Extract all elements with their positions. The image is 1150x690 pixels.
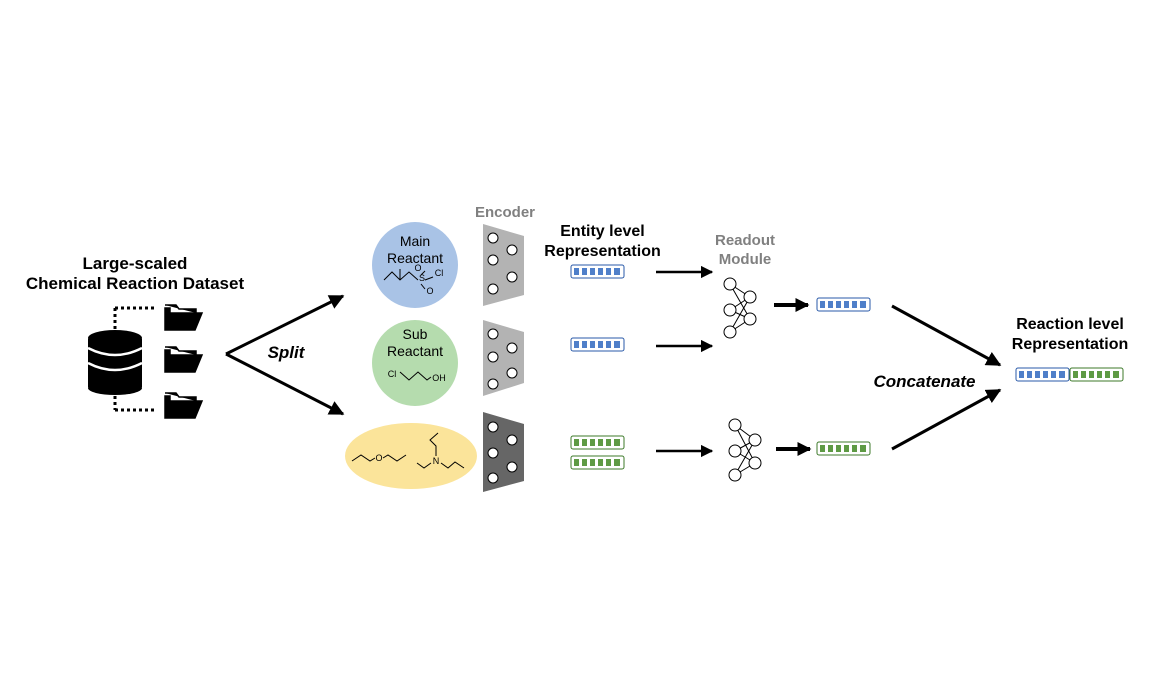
concat-arrow-top [891, 304, 1002, 367]
split-label: Split [267, 343, 305, 362]
reaction-level-label: Reaction level Representation [1000, 315, 1140, 355]
readout-network-top [723, 277, 757, 339]
dataset-title-line1: Large-scaled [82, 254, 188, 273]
atom-label: OH [432, 373, 446, 383]
atom-label: O [375, 453, 383, 463]
dataset-connectors [113, 306, 155, 412]
sub-reactant-line2: Reactant [386, 343, 444, 359]
sub-reactant-label: Sub Reactant [375, 326, 455, 360]
atom-label: N [432, 456, 440, 466]
readout-vector-green [816, 441, 871, 456]
encoder-label: Encoder [474, 204, 535, 221]
sub-reactant-circle [372, 320, 458, 406]
reaction-vector [1015, 367, 1124, 382]
readout-line2: Module [718, 251, 772, 268]
concatenate-label: Concatenate [873, 372, 976, 391]
dataset-title: Large-scaled Chemical Reaction Dataset [0, 254, 270, 294]
split-arrow-down [225, 352, 345, 416]
atom-label: Cl [434, 268, 444, 278]
database-icon [87, 330, 143, 395]
folder-icon [164, 346, 204, 373]
readout-module-label: Readout Module [700, 231, 790, 269]
entity-level-line1: Entity level [560, 223, 645, 240]
main-reactant-label: Main Reactant [375, 233, 455, 267]
main-reactant-line2: Reactant [386, 250, 444, 266]
concat-arrow-bottom [891, 388, 1002, 451]
dataset-title-line2: Chemical Reaction Dataset [25, 274, 245, 293]
reagent-ellipse [345, 423, 477, 489]
atom-label: S [418, 273, 425, 283]
entity-vector-reagent-2 [570, 455, 625, 470]
sub-reactant-molecule [399, 371, 432, 381]
entity-level-label: Entity level Representation [535, 222, 670, 262]
reaction-level-line2: Representation [1011, 336, 1129, 353]
reaction-level-line1: Reaction level [1016, 316, 1124, 333]
entity-vector-reagent-1 [570, 435, 625, 450]
folder-icon [164, 304, 204, 331]
folder-icon [164, 392, 204, 419]
main-reactant-molecule [383, 269, 434, 290]
split-arrow-up [225, 294, 345, 356]
atom-label: O [414, 263, 422, 273]
readout-vector-blue [816, 297, 871, 312]
entity-vector-main [570, 264, 625, 279]
reagent-molecules [351, 432, 465, 469]
entity-vector-sub [570, 337, 625, 352]
encoder-nodes [487, 232, 518, 484]
entity-level-line2: Representation [544, 243, 661, 260]
main-reactant-line1: Main [399, 233, 431, 249]
atom-label: O [426, 286, 434, 296]
sub-reactant-line1: Sub [402, 326, 428, 342]
atom-label: Cl [387, 369, 397, 379]
main-reactant-circle [372, 222, 458, 308]
readout-line1: Readout [715, 232, 775, 249]
readout-network-bottom [728, 418, 762, 482]
